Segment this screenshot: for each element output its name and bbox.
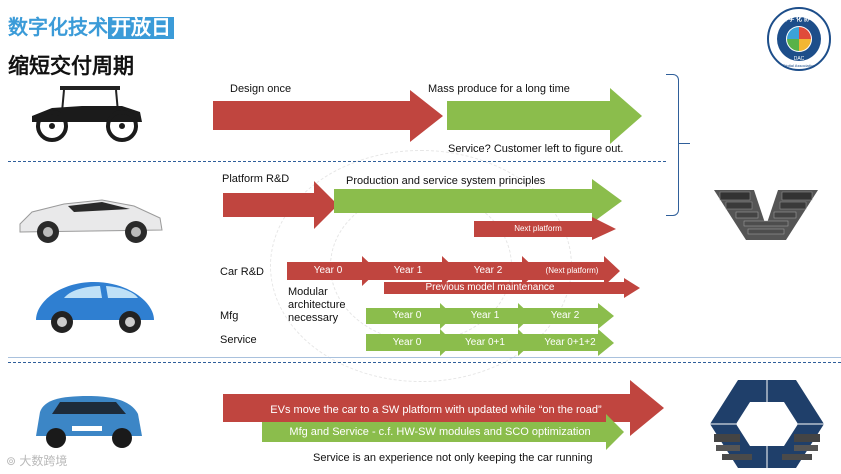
mfg-year0-arrow [366,303,454,329]
logo-center-text: DAC [793,56,805,62]
label-service-question: Service? Customer left to figure out. [448,143,624,155]
service-year0-label: Year 0 [392,337,422,348]
car-sedan-image [14,182,166,248]
car-ev-image [30,390,148,452]
mass-produce-arrow [447,88,642,144]
service-year01-label: Year 0+1 [465,337,505,348]
hexagon-cycle-diagram [710,380,824,468]
rd-next-platform-arrow [528,256,620,286]
rd-year2-label: Year 2 [473,265,503,276]
title-part2: 开放日 [108,17,174,39]
service-year012-label: Year 0+1+2 [544,337,596,348]
footer-watermark: ⊚ 大数跨境 [6,452,67,469]
logo-bottom-text: Digital Association [782,63,816,68]
service-year012-arrow [522,329,614,356]
logo-top-text: 数 字 化 协 会 [780,17,818,23]
label-mass-produce: Mass produce for a long time [428,83,570,95]
mfg-year1-label: Year 1 [470,310,500,321]
divider-2 [8,362,841,363]
label-production-service: Production and service system principles [346,175,546,187]
service-year01-arrow [444,329,532,356]
next-platform-arrow [474,217,616,240]
evs-label: EVs move the car to a SW platform with u… [270,404,602,416]
right-bracket [666,74,679,216]
mfg-service-label: Mfg and Service - c.f. HW-SW modules and… [289,426,591,438]
rd-year2-arrow [448,256,538,286]
service-year0-arrow [366,329,454,356]
car-model-t-image [22,78,152,143]
label-design-once: Design once [230,83,292,95]
page-title: 数字化技术开放日 [8,16,174,40]
watermark-logo-icon: ⊚ [6,454,20,468]
label-platform-rd: Platform R&D [222,173,290,185]
title-part1: 数字化技术 [8,17,108,39]
rd-year0-label: Year 0 [313,265,343,276]
row4-arrows [223,380,664,450]
mfg-year2-arrow [522,303,614,329]
dac-logo: 数 字 化 协 会 DAC Digital Association [766,6,832,72]
mfg-year1-arrow [444,303,532,329]
row3-arrows [287,256,640,356]
car-beetle-image [30,272,160,338]
label-mfg: Mfg [220,310,239,322]
divider-1 [8,161,666,162]
next-platform-label: Next platform [514,224,562,233]
design-once-arrow [213,90,443,142]
label-modular-architecture: Modular architecture necessary [288,286,346,324]
label-car-rd: Car R&D [220,266,265,278]
previous-maintenance-arrow [384,278,640,298]
watermark-text: 大数跨境 [19,454,68,468]
mfg-year2-label: Year 2 [550,310,580,321]
bracket-tick [678,143,690,144]
platform-rd-arrow [223,181,338,229]
divider-2-top [8,357,841,358]
production-service-arrow [334,179,622,223]
previous-maintenance-label: Previous model maintenance [425,282,555,293]
rd-next-platform-label: (Next platform) [545,266,599,275]
v-model-diagram [714,190,818,240]
mfg-year0-label: Year 0 [392,310,422,321]
rd-year0-arrow [287,256,378,286]
service-experience-label: Service is an experience not only keepin… [313,452,593,464]
row1-arrows [213,88,642,144]
mfg-service-arrow [262,414,624,450]
rd-year1-arrow [368,256,458,286]
rd-year1-label: Year 1 [393,265,423,276]
page-subtitle: 缩短交付周期 [8,55,134,78]
row2-arrows [223,179,622,240]
label-service: Service [220,334,257,346]
